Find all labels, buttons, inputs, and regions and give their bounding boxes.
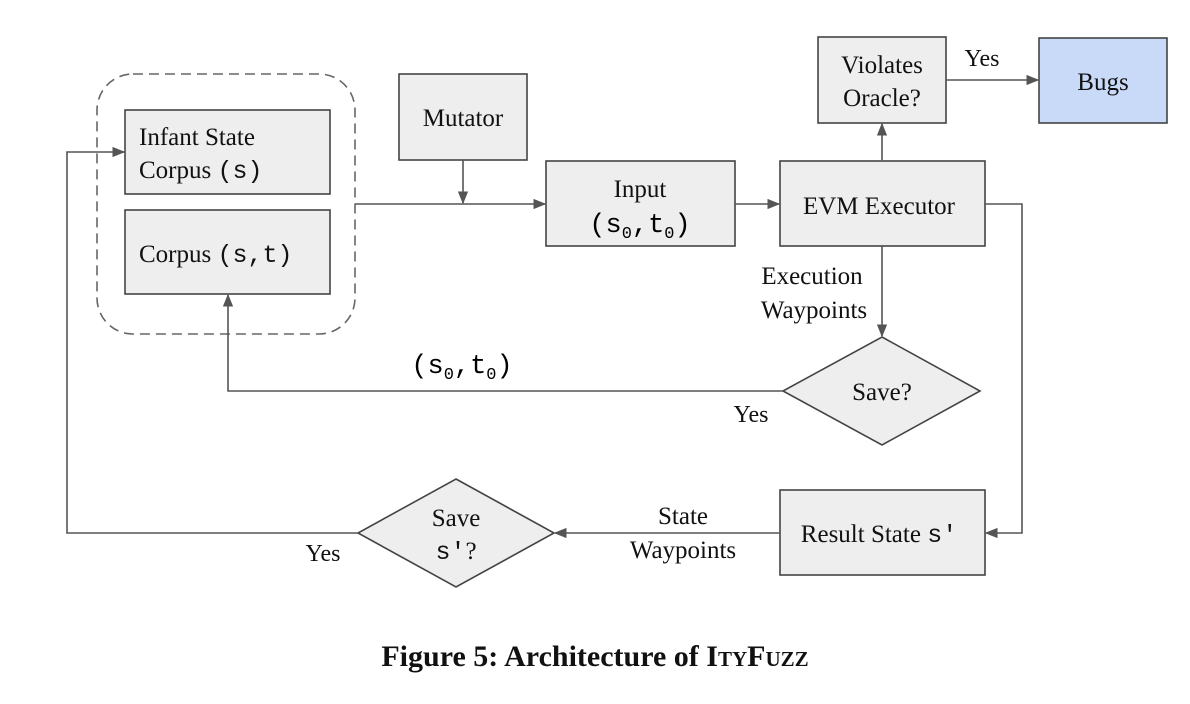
- infant-state-corpus-text: Corpus: [139, 157, 217, 184]
- yes-bugs-label: Yes: [965, 46, 1000, 72]
- result-state-code: s': [927, 521, 957, 550]
- evm-executor-label: EVM Executor: [803, 193, 956, 220]
- violates-oracle-node: Violates Oracle?: [817, 36, 947, 124]
- input-code: (s0,t0): [589, 211, 690, 244]
- state-waypoints-line1: State: [658, 503, 708, 530]
- result-state-node: Result State s': [779, 489, 986, 576]
- corpus-code: (s,t): [217, 241, 292, 270]
- yes-save-s-prime-label: Yes: [306, 541, 341, 567]
- infant-state-corpus-line1: Infant State: [139, 124, 255, 151]
- edge-executor-to-result-state: [984, 203, 1023, 539]
- edge-save-s-prime-to-infant-corpus: [66, 146, 358, 534]
- edge-save-to-corpus: [222, 293, 783, 392]
- corpus-label: Corpus (s,t): [139, 241, 293, 270]
- state-waypoints-line2: Waypoints: [630, 537, 736, 564]
- violates-oracle-line1: Violates: [841, 52, 923, 79]
- result-state-label: Result State s': [801, 521, 957, 550]
- execution-waypoints-line1: Execution: [761, 263, 863, 290]
- infant-state-corpus-node: Infant State Corpus (s): [124, 109, 331, 195]
- execution-waypoints-line2: Waypoints: [761, 297, 867, 324]
- save-s-prime-code: s': [435, 538, 465, 567]
- caption-system-name: ItyFuzz: [706, 640, 809, 673]
- caption-prefix: Figure 5: Architecture of: [381, 640, 707, 673]
- result-state-text: Result State: [801, 521, 927, 548]
- corpus-text: Corpus: [139, 241, 217, 268]
- input-label: Input: [614, 176, 667, 203]
- violates-oracle-line2: Oracle?: [843, 85, 921, 112]
- save-decision-label: Save?: [852, 379, 912, 406]
- save-s-prime-decision-node: Save s'?: [356, 478, 556, 588]
- feedback-input-label: (s0,t0): [411, 352, 512, 385]
- input-node: Input (s0,t0): [545, 160, 736, 247]
- save-s-prime-suffix: ?: [465, 538, 476, 565]
- yes-save-label: Yes: [734, 402, 769, 428]
- infant-state-corpus-code: (s): [217, 157, 262, 186]
- save-s-prime-line1: Save: [432, 505, 481, 532]
- mutator-node: Mutator: [398, 73, 528, 161]
- mutator-label: Mutator: [423, 105, 504, 132]
- bugs-node: Bugs: [1038, 37, 1168, 124]
- infant-state-corpus-line2: Corpus (s): [139, 157, 263, 186]
- save-decision-node: Save?: [781, 336, 982, 446]
- corpus-node: Corpus (s,t): [124, 209, 331, 295]
- figure-caption: Figure 5: Architecture of ItyFuzz: [0, 640, 1190, 674]
- bugs-label: Bugs: [1077, 69, 1128, 96]
- evm-executor-node: EVM Executor: [779, 160, 986, 247]
- save-s-prime-line2: s'?: [435, 538, 476, 567]
